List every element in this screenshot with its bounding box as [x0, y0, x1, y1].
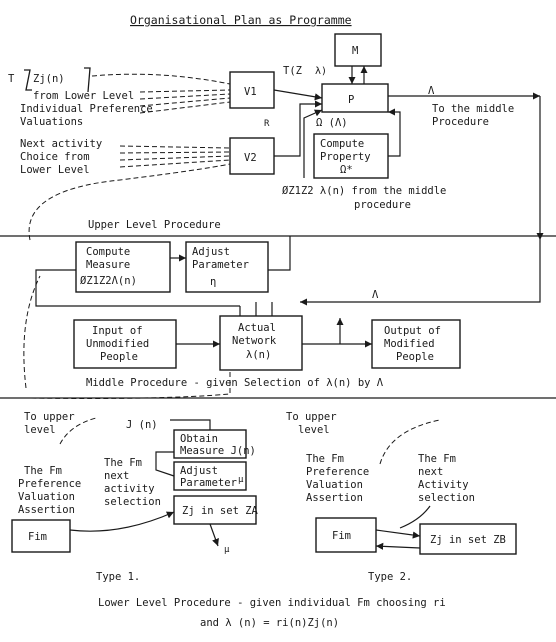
p-box [321, 83, 389, 113]
to-middle-line-2: Procedure [432, 116, 489, 128]
network-line-3: λ(n) [246, 349, 271, 361]
type2-assert-line-1: The Fm [306, 453, 344, 465]
type1-next-line-1: The Fm [104, 457, 142, 469]
type2-assert-line-2: Preference [306, 466, 369, 478]
left-text-1-line-1: from Lower Level [33, 90, 134, 102]
adjust-parameter-lower-line-1: Adjust [180, 465, 218, 477]
middle-caption: Middle Procedure - given Selection of λ(… [86, 377, 384, 389]
type1-mu-bottom: μ [224, 545, 230, 555]
type2-to-upper-line-1: To upper [286, 411, 337, 423]
lower-caption-1: Lower Level Procedure - given individual… [98, 597, 446, 609]
left-text-2-line-1: Next activity [20, 138, 102, 150]
lower-caption-2: and λ (n) = ri(n)Zj(n) [200, 617, 339, 629]
type1-zj-label: Zj in set ZA [182, 505, 259, 517]
left-text-2-line-3: Lower Level [20, 164, 90, 176]
type2-next-line-1: The Fm [418, 453, 456, 465]
obtain-measure-line-2: Measure J(n) [180, 445, 256, 457]
network-box [219, 315, 303, 371]
to-middle-line-1: To the middle [432, 103, 514, 115]
type1-zj-box [173, 495, 257, 525]
adjust-parameter-line-3: η [210, 276, 216, 288]
lambda-upper: Λ [428, 85, 435, 97]
type2-fim-label: Fim [332, 530, 351, 542]
type1-caption: Type 1. [96, 571, 140, 583]
type1-next-line-4: selection [104, 496, 161, 508]
type1-next-line-2: next [104, 470, 129, 482]
type2-assert-line-3: Valuation [306, 479, 363, 491]
type2-next-line-3: Activity [418, 479, 469, 491]
left-text-2-line-2: Choice from [20, 151, 90, 163]
compute-measure-line-2: Measure [86, 259, 130, 271]
type1-next-line-3: activity [104, 483, 155, 495]
network-line-1: Actual [238, 322, 276, 334]
diagram-title: Organisational Plan as Programme [130, 13, 352, 27]
zj-label: Zj(n) [33, 73, 65, 85]
type2-next-line-2: next [418, 466, 443, 478]
omega-lambda: Ω (Λ) [316, 117, 348, 129]
network-line-2: Network [232, 335, 277, 347]
compute-property-line-3: Ω* [340, 164, 353, 176]
upper-section-title: Upper Level Procedure [88, 219, 221, 231]
type1-to-upper-line-1: To upper [24, 411, 75, 423]
v2-label: V2 [244, 152, 257, 164]
type1-assert-line-2: Preference [18, 478, 81, 490]
m-label: M [352, 45, 358, 57]
bracket-right [84, 67, 91, 93]
lambda-middle: Λ [372, 289, 379, 301]
type1-mu-top: μ [238, 475, 244, 485]
input-line-3: People [100, 351, 138, 363]
r-label: R [264, 119, 270, 129]
output-line-3: People [396, 351, 434, 363]
adjust-parameter-line-1: Adjust [192, 246, 230, 258]
type1-assert-line-4: Assertion [18, 504, 75, 516]
type1-fim-box [11, 519, 71, 553]
type2-caption: Type 2. [368, 571, 412, 583]
left-text-1-line-3: Valuations [20, 116, 83, 128]
v1-label: V1 [244, 86, 257, 98]
t-label: T [8, 73, 15, 85]
input-line-1: Input of [92, 325, 143, 337]
compute-property-line-2: Property [320, 151, 371, 163]
adjust-parameter-box [185, 241, 269, 293]
compute-property-line-1: Compute [320, 138, 364, 150]
adjust-parameter-line-2: Parameter [192, 259, 249, 271]
v1-box [229, 71, 275, 109]
type1-assert-line-1: The Fm [24, 465, 62, 477]
input-line-2: Unmodified [86, 338, 149, 350]
type2-to-upper-line-2: level [298, 424, 330, 436]
compute-measure-line-3: ØZ1Z2Λ(n) [80, 275, 137, 287]
type2-zj-box [419, 523, 517, 555]
type1-to-upper-line-2: level [24, 424, 56, 436]
svg-text:λ): λ) [315, 66, 327, 77]
phi-label: ØZ1Z2 λ(n) from the middle [282, 185, 446, 197]
v2-box [229, 137, 275, 175]
type2-zj-label: Zj in set ZB [430, 534, 506, 546]
output-line-2: Modified [384, 338, 435, 350]
type1-assert-line-3: Valuation [18, 491, 75, 503]
compute-measure-line-1: Compute [86, 246, 130, 258]
compute-measure-box [75, 241, 171, 293]
bracket-left [24, 69, 32, 91]
output-line-1: Output of [384, 325, 441, 337]
adjust-parameter-lower-line-2: Parameter [180, 477, 237, 489]
type2-assert-line-4: Assertion [306, 492, 363, 504]
p-label: P [348, 94, 354, 106]
phi-label-2: procedure [354, 199, 411, 211]
obtain-measure-box [173, 429, 247, 459]
type1-fim-label: Fim [28, 531, 47, 543]
type1-j-label: J (n) [126, 419, 158, 431]
type2-next-line-4: selection [418, 492, 475, 504]
m-box [334, 33, 382, 67]
t-z-label: T(Z [283, 65, 302, 77]
left-text-1-line-2: Individual Preference [20, 103, 153, 115]
type2-fim-box [315, 517, 377, 553]
compute-property-box [313, 133, 389, 179]
obtain-measure-line-1: Obtain [180, 433, 218, 445]
